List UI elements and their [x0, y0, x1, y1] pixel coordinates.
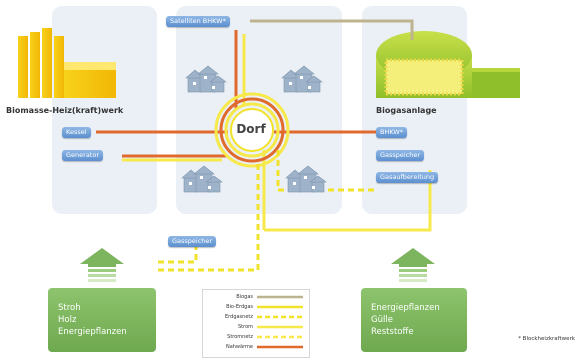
biogas-line	[250, 19, 414, 40]
source-item: Reststoffe	[371, 327, 414, 337]
gas-upgrading-label: Gasaufbereitung	[376, 172, 439, 183]
legend-label: Bio-Erdgas	[226, 304, 253, 310]
source-item: Gülle	[371, 315, 393, 325]
legend: Biogas Bio-Erdgas Erdgasnetz Strom Strom…	[202, 289, 310, 358]
source-item: Energiepflanzen	[371, 303, 440, 313]
up-arrow-icon-left	[80, 248, 124, 282]
sources-box-left: Stroh Holz Energiepflanzen	[48, 288, 156, 352]
generator-label: Generator	[62, 150, 104, 161]
legend-label: Erdgasnetz	[225, 314, 253, 320]
source-item: Stroh	[58, 303, 81, 313]
legend-row-erdgasnetz: Erdgasnetz	[203, 313, 309, 321]
panel-biomass-plant	[52, 6, 157, 214]
gas-grid-lines	[158, 150, 376, 272]
up-arrow-icon-right	[391, 248, 435, 282]
biomass-plant-icon	[18, 28, 116, 98]
legend-row-nahwaerme: Nahwärme	[203, 343, 309, 351]
satellite-chp-label: Satelliten BHKW*	[166, 16, 230, 27]
village-title: Dorf	[236, 122, 266, 136]
source-item: Holz	[58, 315, 77, 325]
sources-box-right: Energiepflanzen Gülle Reststoffe	[361, 288, 467, 352]
biogas-plant-title: Biogasanlage	[376, 106, 437, 115]
footnote: * Blockheizkraftwerk	[518, 336, 575, 342]
legend-row-biogas: Biogas	[203, 293, 309, 301]
legend-row-strom: Strom	[203, 323, 309, 331]
legend-label: Strom	[237, 324, 253, 330]
biogas-plant-icon	[376, 31, 520, 98]
source-item: Energiepflanzen	[58, 327, 127, 337]
village-ring	[214, 92, 290, 168]
boiler-label: Kessel	[62, 127, 91, 138]
house-icons	[181, 65, 327, 193]
legend-row-bio-erdgas: Bio-Erdgas	[203, 303, 309, 311]
legend-row-stromnetz: Stromnetz	[203, 333, 309, 341]
gas-storage-label-right: Gasspeicher	[376, 150, 425, 161]
gas-storage-label-village: Gasspeicher	[168, 236, 217, 247]
legend-label: Nahwärme	[225, 344, 253, 350]
legend-label: Stromnetz	[227, 334, 253, 340]
biomass-plant-title: Biomasse-Heiz(kraft)werk	[6, 106, 124, 115]
power-lines	[122, 34, 432, 232]
chp-label: BHKW*	[376, 127, 408, 138]
legend-label: Biogas	[236, 294, 253, 300]
